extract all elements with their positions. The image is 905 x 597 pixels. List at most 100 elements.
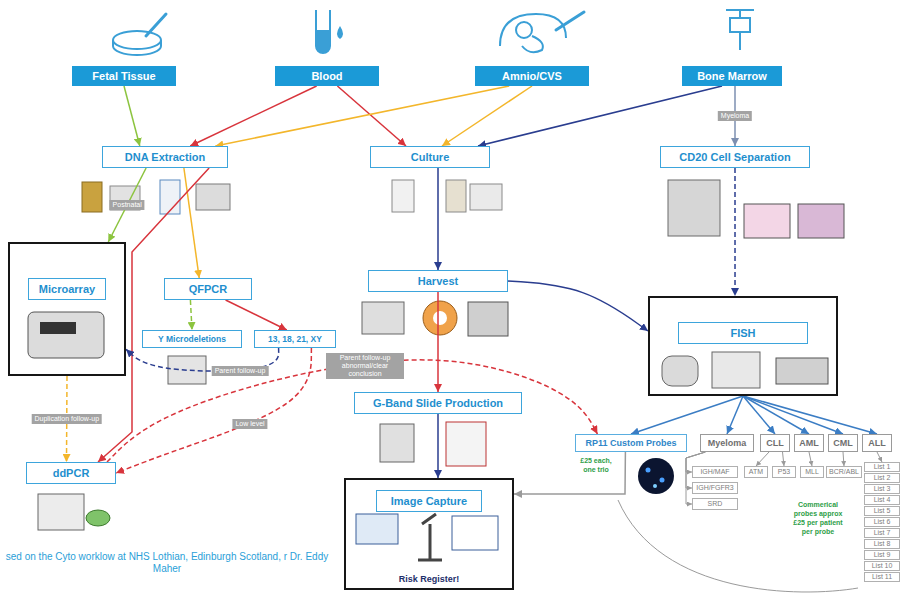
node-label: CML <box>833 437 853 449</box>
probe-box: RP11 Custom Probes <box>575 434 687 452</box>
slide-maker-device <box>446 422 486 466</box>
extractor-device <box>160 180 180 214</box>
node-label: List 2 <box>874 474 891 482</box>
source-box: Amnio/CVS <box>475 66 589 86</box>
connector <box>124 86 140 146</box>
node-label: DNA Extraction <box>125 150 205 164</box>
cell-separator-device <box>668 180 720 236</box>
probe-image <box>638 458 674 494</box>
connector <box>756 452 769 466</box>
connector <box>116 348 311 473</box>
connector <box>184 168 199 278</box>
petri-dish-icon <box>113 31 161 49</box>
node-label: List 7 <box>874 529 891 537</box>
test-box: Y Microdeletions <box>142 330 242 348</box>
connector <box>743 396 809 434</box>
pipette-icon <box>146 14 166 36</box>
test-box: 13, 18, 21, XY <box>254 330 336 348</box>
connector <box>514 452 625 494</box>
harvester-device <box>362 302 404 334</box>
probe-item: List 11 <box>864 572 900 582</box>
process-box: CD20 Cell Separation <box>660 146 810 168</box>
drop-icon <box>337 26 343 39</box>
node-label: List 11 <box>872 573 892 581</box>
connector <box>215 86 509 146</box>
node-label: FISH <box>678 322 808 344</box>
probe-item: ATM <box>744 466 768 478</box>
monitor-icon <box>356 514 398 544</box>
connector <box>226 300 287 330</box>
node-label: Image Capture <box>376 490 482 512</box>
node-label: Myeloma <box>708 437 747 449</box>
probe-item: IGH/MAF <box>692 466 738 478</box>
highlight-frame: Microarray <box>8 242 126 376</box>
connector <box>727 396 743 434</box>
node-label: List 5 <box>874 507 891 515</box>
highlight-frame: Image CaptureRisk Register! <box>344 478 514 590</box>
process-box: Culture <box>370 146 490 168</box>
probe-box: CML <box>828 434 858 452</box>
node-label: List 1 <box>874 463 891 471</box>
process-box: ddPCR <box>26 462 116 484</box>
node-label: CD20 Cell Separation <box>679 150 790 164</box>
node-label: G-Band Slide Production <box>373 396 503 410</box>
connector <box>190 86 316 146</box>
node-label: List 9 <box>874 551 891 559</box>
node-label: IGH/FGFR3 <box>696 484 733 492</box>
connector <box>686 452 705 504</box>
connector <box>437 292 439 392</box>
probe-box: CLL <box>760 434 790 452</box>
connector <box>437 168 439 270</box>
probe-item: MLL <box>800 466 824 478</box>
source-box: Fetal Tissue <box>72 66 176 86</box>
node-label: BCR/ABL <box>829 468 859 476</box>
incubator-device <box>470 184 502 210</box>
node-label: QFPCR <box>189 282 228 296</box>
probe-item: BCR/ABL <box>826 466 862 478</box>
extractor-device <box>82 182 102 212</box>
harvester-device <box>423 301 457 335</box>
node-label: ATM <box>749 468 763 476</box>
probe-item: List 8 <box>864 539 900 549</box>
probe-signal <box>660 478 665 483</box>
node-label: List 6 <box>874 518 891 526</box>
probe-item: List 6 <box>864 517 900 527</box>
node-label: P53 <box>778 468 790 476</box>
incubator-device <box>446 180 466 212</box>
screen-icon <box>452 516 498 550</box>
source-box: Bone Marrow <box>682 66 782 86</box>
pcr-machine <box>168 356 206 384</box>
probe-box: ALL <box>862 434 892 452</box>
edge-label: Myeloma <box>718 111 752 121</box>
caption: sed on the Cyto worklow at NHS Lothian, … <box>2 551 332 575</box>
connector <box>809 452 812 466</box>
node-label: 13, 18, 21, XY <box>268 334 322 345</box>
connector <box>337 86 406 146</box>
node-label: Microarray <box>28 278 106 300</box>
connector <box>98 168 209 462</box>
petri-dish-icon <box>113 40 161 55</box>
edge-label: Parent follow-up <box>212 366 269 376</box>
edge-label: Parent follow-up abnormal/clear conclusi… <box>326 353 404 379</box>
probe-item: SRD <box>692 498 738 510</box>
node-label: RP11 Custom Probes <box>585 437 676 449</box>
node-label: List 10 <box>872 562 893 570</box>
connector <box>442 86 532 146</box>
microarray-scanner <box>28 312 104 358</box>
node-label: Bone Marrow <box>697 69 767 83</box>
edge-label: Duplication follow-up <box>31 414 102 424</box>
node-label: List 8 <box>874 540 891 548</box>
probe-item: List 9 <box>864 550 900 560</box>
process-box: G-Band Slide Production <box>354 392 522 414</box>
node-label: AML <box>799 437 819 449</box>
connector <box>734 168 736 296</box>
microarray-scanner <box>40 322 76 334</box>
connector <box>877 452 882 462</box>
probe-item: List 7 <box>864 528 900 538</box>
connector <box>743 396 877 434</box>
price-note: £25 each, one trio <box>574 456 618 474</box>
process-box: QFPCR <box>164 278 252 300</box>
probe-item: P53 <box>772 466 796 478</box>
probe-item: IGH/FGFR3 <box>692 482 738 494</box>
process-box: DNA Extraction <box>102 146 228 168</box>
